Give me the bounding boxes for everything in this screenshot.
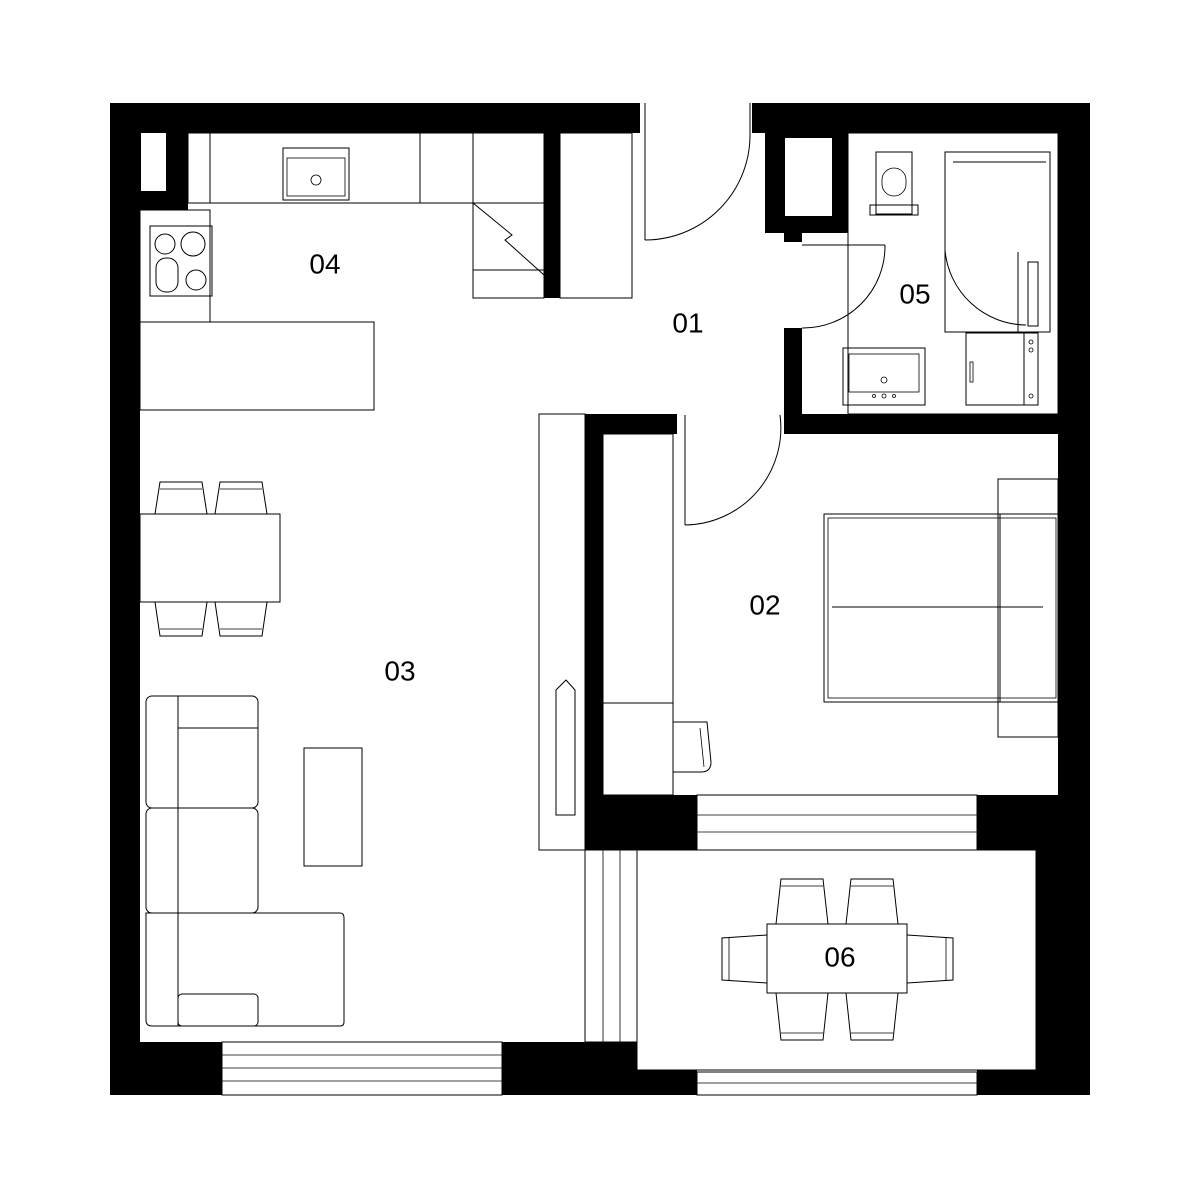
sink-icon — [282, 147, 350, 201]
wall-bathroom-left-upper — [784, 230, 802, 242]
wardrobe-tv-unit — [538, 413, 586, 851]
room-label-03: 03 — [384, 655, 415, 686]
balcony-table — [766, 923, 908, 994]
wall-bottom-balcony-left — [637, 1070, 697, 1095]
kitchen-units — [139, 132, 633, 411]
room-label-02: 02 — [749, 589, 780, 620]
doors — [644, 103, 886, 526]
coffee-table — [303, 747, 363, 867]
desk — [602, 433, 712, 796]
balcony-dining-set — [721, 878, 954, 1041]
room-label-01: 01 — [672, 307, 703, 338]
sofa — [145, 695, 345, 1027]
wall-top-right — [752, 103, 1090, 133]
bathroom-fixtures — [842, 132, 1059, 415]
balcony-outline — [636, 849, 1037, 1071]
washbasin-icon — [842, 347, 926, 406]
bed — [823, 478, 1061, 738]
hob-icon — [149, 225, 213, 297]
shower-icon — [944, 151, 1051, 333]
wall-top-left — [110, 103, 640, 133]
wall-bottom-middle — [502, 1042, 637, 1095]
dining-set — [139, 481, 281, 637]
wall-balcony-top-left — [585, 795, 697, 850]
wall-bottom-left — [110, 1042, 222, 1095]
dining-table — [139, 513, 281, 603]
wall-right-upper — [1058, 103, 1090, 798]
wall-bathroom-left-lower — [784, 328, 802, 434]
wall-bath-bedroom — [784, 414, 1090, 434]
room-label-04: 04 — [309, 248, 340, 279]
kitchen-island — [139, 321, 375, 411]
room-label-05: 05 — [899, 278, 930, 309]
toilet-icon — [875, 151, 913, 215]
room-label-06: 06 — [824, 941, 855, 972]
wall-left — [110, 103, 140, 1095]
wall-bedroom-top-left — [585, 414, 677, 434]
wall-kitchen-divider — [544, 130, 560, 298]
wall-bedroom-left — [585, 414, 603, 799]
washing-machine-icon — [965, 332, 1039, 406]
wall-balcony-top-right — [977, 795, 1090, 850]
walls — [110, 103, 1090, 1095]
